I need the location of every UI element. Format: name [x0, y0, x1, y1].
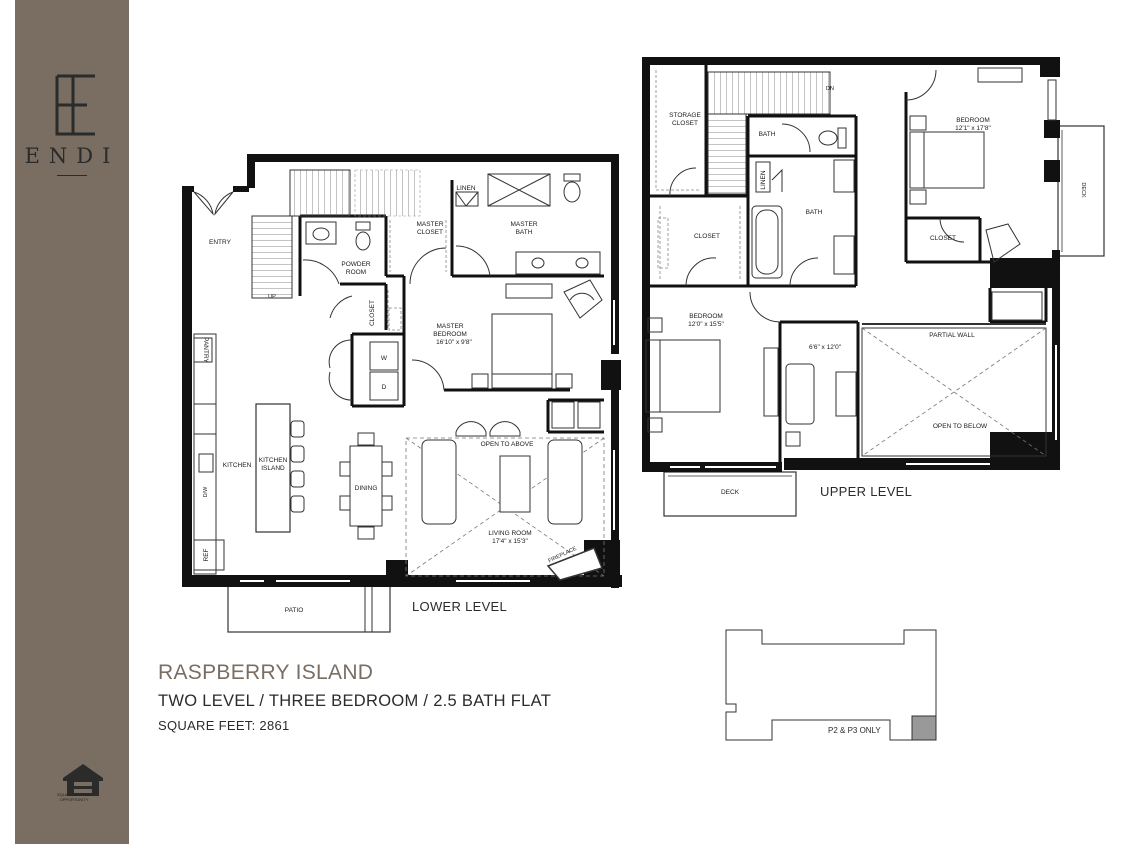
label-living-room-size: 17'4" x 15'3": [492, 538, 528, 545]
logo-divider: [57, 175, 87, 176]
label-dryer: D: [382, 384, 387, 391]
label-upper-linen: LINEN: [760, 170, 767, 189]
lower-interior-walls: [298, 180, 604, 434]
key-plan: [725, 629, 937, 741]
side-deck: [1057, 125, 1105, 257]
label-entry: ENTRY: [209, 239, 232, 246]
lower-level-plan: [182, 154, 622, 633]
label-living-room: LIVING ROOM: [488, 530, 531, 537]
lower-room-labels: ENTRY UP POWDER ROOM MASTER CLOSET LINEN…: [202, 185, 578, 614]
label-powder-room-2: ROOM: [346, 269, 366, 276]
label-upper-closet-2: CLOSET: [930, 235, 956, 242]
bedroom-2-furniture: [645, 317, 779, 433]
label-ref: REF: [203, 548, 210, 561]
brand-name: ENDI: [24, 144, 120, 168]
equal-housing-text: EQUAL HOUSING OPPORTUNITY: [45, 792, 103, 802]
label-lower-linen: LINEN: [456, 185, 475, 192]
den-furniture: [785, 291, 1043, 447]
label-den-size: 6'6" x 12'0": [809, 344, 842, 351]
powder-room-fixtures: [305, 221, 371, 251]
kitchen-counters: [193, 333, 225, 575]
patio: [227, 585, 391, 633]
label-storage-closet-1: STORAGE: [669, 112, 701, 119]
label-partial-wall: PARTIAL WALL: [929, 332, 975, 339]
lower-doors: [193, 191, 491, 401]
label-master-closet-2: CLOSET: [417, 229, 443, 236]
equal-housing-line-1: EQUAL HOUSING: [57, 792, 91, 797]
equal-housing-icon: [63, 764, 103, 796]
storage-shelves: [655, 70, 741, 280]
dining-table: [339, 432, 393, 540]
label-lower-closet: CLOSET: [369, 300, 376, 326]
open-to-below: [861, 323, 1047, 457]
label-bedroom-1-size: 12'1" x 17'8": [955, 125, 991, 132]
living-room: [405, 421, 605, 581]
label-patio: PATIO: [285, 607, 304, 614]
lower-stairs-top: [289, 169, 351, 217]
square-feet: SQUARE FEET: 2861: [158, 718, 290, 733]
upper-windows: [670, 345, 1057, 468]
closet-shelves: [387, 220, 447, 331]
label-deck: DECK: [721, 489, 740, 496]
upper-room-labels: STORAGE CLOSET DN BATH BATH LINEN CLOSET…: [669, 86, 1086, 496]
label-up: UP: [268, 294, 276, 300]
label-kitchen-island-1: KITCHEN: [259, 457, 288, 464]
key-plan-highlight: [911, 715, 937, 741]
label-dn: DN: [826, 86, 834, 92]
endi-logo-icon: [55, 74, 95, 136]
label-kitchen-island-2: ISLAND: [261, 465, 285, 472]
label-bedroom-2: BEDROOM: [689, 313, 723, 320]
label-dw: D/W: [203, 486, 209, 498]
label-storage-closet-2: CLOSET: [672, 120, 698, 127]
equal-housing-line-2: OPPORTUNITY: [59, 797, 89, 802]
label-master-bedroom-size: 16'10" x 9'8": [436, 339, 472, 346]
plan-description: TWO LEVEL / THREE BEDROOM / 2.5 BATH FLA…: [158, 692, 552, 710]
brand-sidebar: ENDI EQUAL HOUSING OPPORTUNITY: [15, 0, 129, 844]
upper-stairs: [707, 71, 831, 115]
upper-stairs-run: [707, 113, 747, 195]
label-master-closet-1: MASTER: [416, 221, 443, 228]
label-open-to-below: OPEN TO BELOW: [933, 423, 988, 430]
label-master-bedroom-1: MASTER: [436, 323, 463, 330]
label-powder-room-1: POWDER: [341, 261, 371, 268]
upper-level-plan: [642, 57, 1105, 517]
plan-title: RASPBERRY ISLAND: [158, 661, 374, 684]
lower-level-caption: LOWER LEVEL: [412, 599, 508, 614]
kitchen-island: [255, 403, 305, 533]
key-plan-label: P2 & P3 ONLY: [828, 726, 881, 735]
label-dining: DINING: [355, 485, 378, 492]
label-open-to-above: OPEN TO ABOVE: [481, 441, 535, 448]
label-kitchen: KITCHEN: [223, 462, 252, 469]
upper-bath-fixtures: [751, 127, 855, 279]
bedroom-1-furniture: [909, 67, 1057, 263]
label-bedroom-1: BEDROOM: [956, 117, 990, 124]
master-bath-fixtures: [455, 173, 601, 275]
upper-doors: [669, 69, 965, 323]
label-master-bedroom-2: BEDROOM: [433, 331, 467, 338]
label-master-bath-1: MASTER: [510, 221, 537, 228]
master-bedroom-furniture: [471, 279, 603, 429]
label-side-deck: DECK: [1080, 182, 1086, 198]
label-bath: BATH: [759, 131, 776, 138]
label-pantry: PANTRY: [202, 337, 209, 363]
label-master-bath-2: BATH: [516, 229, 533, 236]
label-bath-2: BATH: [806, 209, 823, 216]
label-bedroom-2-size: 12'0" x 15'5": [688, 321, 724, 328]
lower-stairs: [251, 215, 293, 299]
upper-interior-walls: [650, 65, 1052, 462]
washer-dryer: [369, 341, 399, 401]
upper-level-caption: UPPER LEVEL: [820, 484, 913, 499]
lower-windows: [240, 300, 615, 582]
upper-stairs-above: [354, 169, 421, 217]
label-upper-closet: CLOSET: [694, 233, 720, 240]
label-washer: W: [381, 355, 388, 362]
